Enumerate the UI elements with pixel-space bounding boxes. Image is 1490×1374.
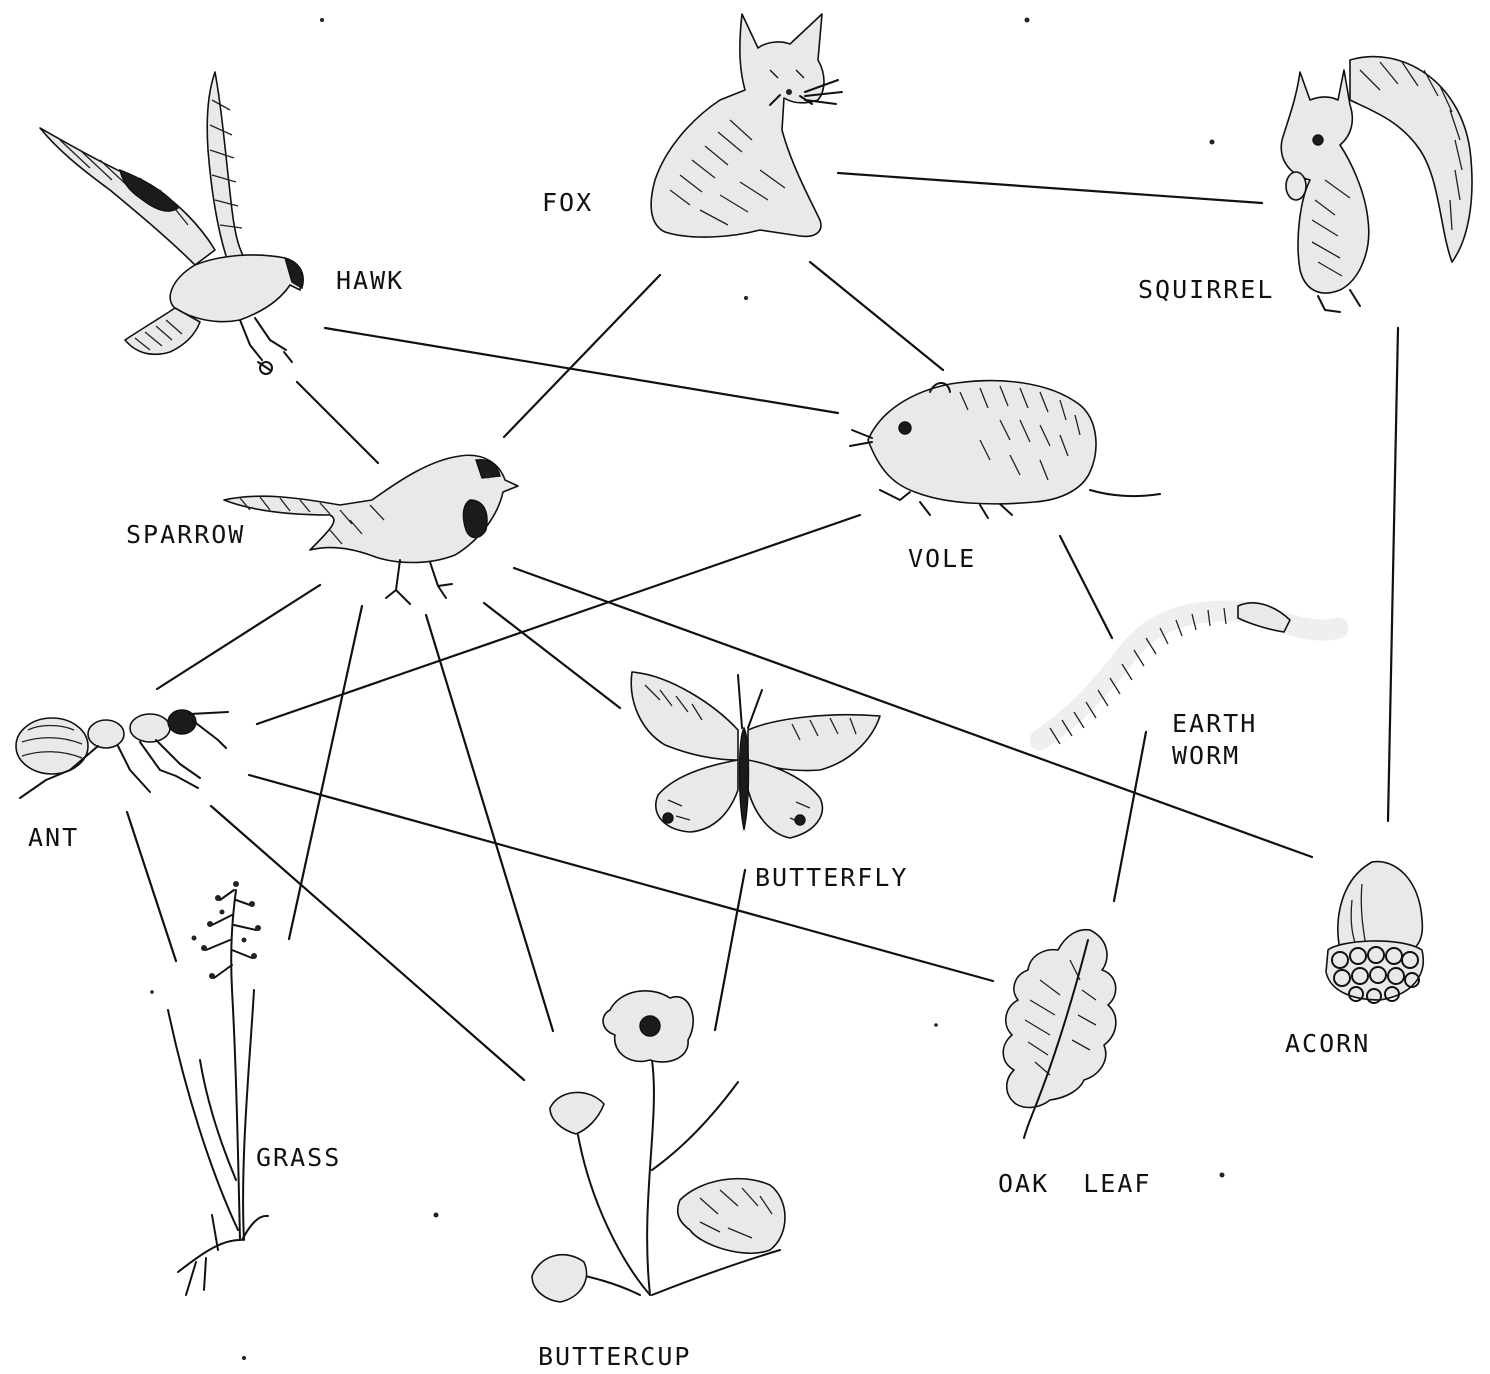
food-web-links bbox=[127, 173, 1398, 1080]
link-ant-grass bbox=[127, 812, 176, 961]
link-sparrow-butterfly bbox=[484, 603, 620, 708]
link-sparrow-grass bbox=[289, 606, 362, 939]
grass-icon bbox=[168, 881, 268, 1295]
ant-label: ANT bbox=[28, 823, 79, 852]
fox-label: FOX bbox=[542, 188, 593, 217]
sparrow-icon bbox=[224, 455, 518, 604]
link-butterfly-buttercup bbox=[715, 870, 745, 1030]
butterfly-icon bbox=[631, 672, 880, 838]
buttercup-icon bbox=[532, 991, 785, 1302]
earthworm-label-line-1: EARTH bbox=[1172, 709, 1257, 738]
butterfly-label: BUTTERFLY bbox=[755, 863, 908, 892]
acorn-icon bbox=[1326, 862, 1423, 1003]
oak-leaf-icon bbox=[1003, 930, 1116, 1138]
buttercup-label: BUTTERCUP bbox=[538, 1342, 691, 1371]
squirrel-label: SQUIRREL bbox=[1138, 275, 1274, 304]
grass-label: GRASS bbox=[256, 1143, 341, 1172]
link-ant-buttercup bbox=[211, 806, 524, 1080]
link-sparrow-buttercup bbox=[426, 615, 553, 1031]
squirrel-icon bbox=[1281, 57, 1472, 312]
link-fox-vole bbox=[810, 262, 943, 370]
link-hawk-sparrow bbox=[297, 382, 378, 463]
link-sparrow-ant bbox=[157, 585, 320, 689]
earthworm-label-line-2: WORM bbox=[1172, 741, 1240, 770]
sparrow-label: SPARROW bbox=[126, 520, 245, 549]
link-hawk-vole bbox=[325, 328, 838, 413]
acorn-label: ACORN bbox=[1285, 1029, 1370, 1058]
oak-leaf-label: OAK LEAF bbox=[998, 1169, 1151, 1198]
link-squirrel-acorn bbox=[1388, 328, 1398, 821]
vole-label: VOLE bbox=[908, 544, 976, 573]
link-fox-sparrow bbox=[504, 275, 660, 437]
link-earthworm-oakleaf bbox=[1114, 732, 1146, 901]
link-vole-earthworm bbox=[1060, 536, 1112, 638]
ant-icon bbox=[16, 710, 228, 798]
vole-icon bbox=[850, 381, 1160, 518]
link-fox-squirrel bbox=[838, 173, 1262, 203]
hawk-label: HAWK bbox=[336, 266, 404, 295]
hawk-icon bbox=[40, 72, 303, 374]
fox-icon bbox=[651, 14, 842, 237]
